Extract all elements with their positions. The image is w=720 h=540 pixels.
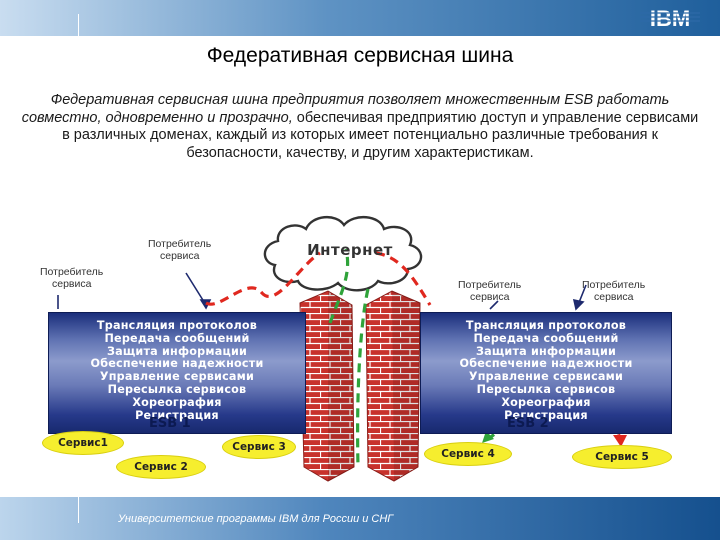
service-consumer-3: Потребитель сервиса [458, 279, 522, 303]
esb-1-functions: Трансляция протоколов Передача сообщений… [49, 313, 305, 422]
footer-text: Университетские программы IBM для России… [118, 513, 394, 525]
function-item: Трансляция протоколов [96, 319, 258, 332]
esb-2-label: ESB 2 [507, 416, 549, 431]
esb-1-label: ESB 1 [149, 416, 191, 431]
diagram-graphics [56, 216, 627, 482]
firewall-left [299, 290, 355, 482]
function-item: Хореография [132, 395, 222, 409]
function-item: Управление сервисами [99, 370, 255, 384]
footer-divider [78, 497, 79, 523]
service-2-node: Сервис 2 [116, 455, 206, 479]
esb-2-block: Трансляция протоколов Передача сообщений… [420, 312, 672, 434]
ibm-logo: IBM [640, 6, 700, 31]
intro-regular: обеспечивая предприятию доступ и управле… [62, 109, 699, 161]
internet-label: Интернет [307, 241, 393, 259]
service-5-node: Сервис 5 [572, 445, 672, 469]
function-item: Пересылка сервисов [476, 382, 616, 396]
function-item: Обеспечение надежности [90, 357, 264, 371]
function-item: Управление сервисами [468, 370, 624, 384]
function-item: Обеспечение надежности [459, 357, 633, 371]
service-4-node: Сервис 4 [424, 442, 512, 466]
function-item: Передача сообщений [104, 331, 250, 345]
service-consumer-4: Потребитель сервиса [582, 279, 646, 303]
service-1-node: Сервис1 [42, 431, 124, 455]
green-arrowhead [482, 431, 494, 443]
esb-2-functions: Трансляция протоколов Передача сообщений… [421, 313, 671, 422]
function-item: Регистрация [504, 408, 588, 422]
header-divider [78, 14, 79, 36]
function-item: Защита информации [475, 344, 617, 358]
slide-title: Федеративная сервисная шина [206, 44, 514, 67]
service-3-node: Сервис 3 [222, 435, 296, 459]
intro-paragraph: Федеративная сервисная шина предприятия … [20, 92, 700, 162]
red-arrowhead-right [613, 435, 627, 447]
intro-italic: Федеративная сервисная шина предприятия … [21, 92, 670, 126]
function-item: Защита информации [106, 344, 248, 358]
function-item: Трансляция протоколов [465, 319, 627, 332]
function-item: Передача сообщений [473, 331, 619, 345]
federated-esb-diagram: Интернет Потребитель сервиса Потребитель… [0, 205, 720, 495]
function-item: Пересылка сервисов [107, 382, 247, 396]
service-consumer-2: Потребитель сервиса [40, 266, 104, 290]
function-item: Регистрация [135, 408, 219, 422]
service-consumer-1: Потребитель сервиса [148, 238, 212, 262]
header-band: IBM [0, 0, 720, 36]
svg-text:IBM: IBM [650, 6, 690, 31]
firewall-right [365, 290, 421, 482]
consumer-arrows [57, 272, 587, 311]
esb-1-block: Трансляция протоколов Передача сообщений… [48, 312, 306, 434]
function-item: Хореография [501, 395, 591, 409]
internet-cloud [263, 216, 423, 292]
footer-band: Университетские программы IBM для России… [0, 497, 720, 540]
